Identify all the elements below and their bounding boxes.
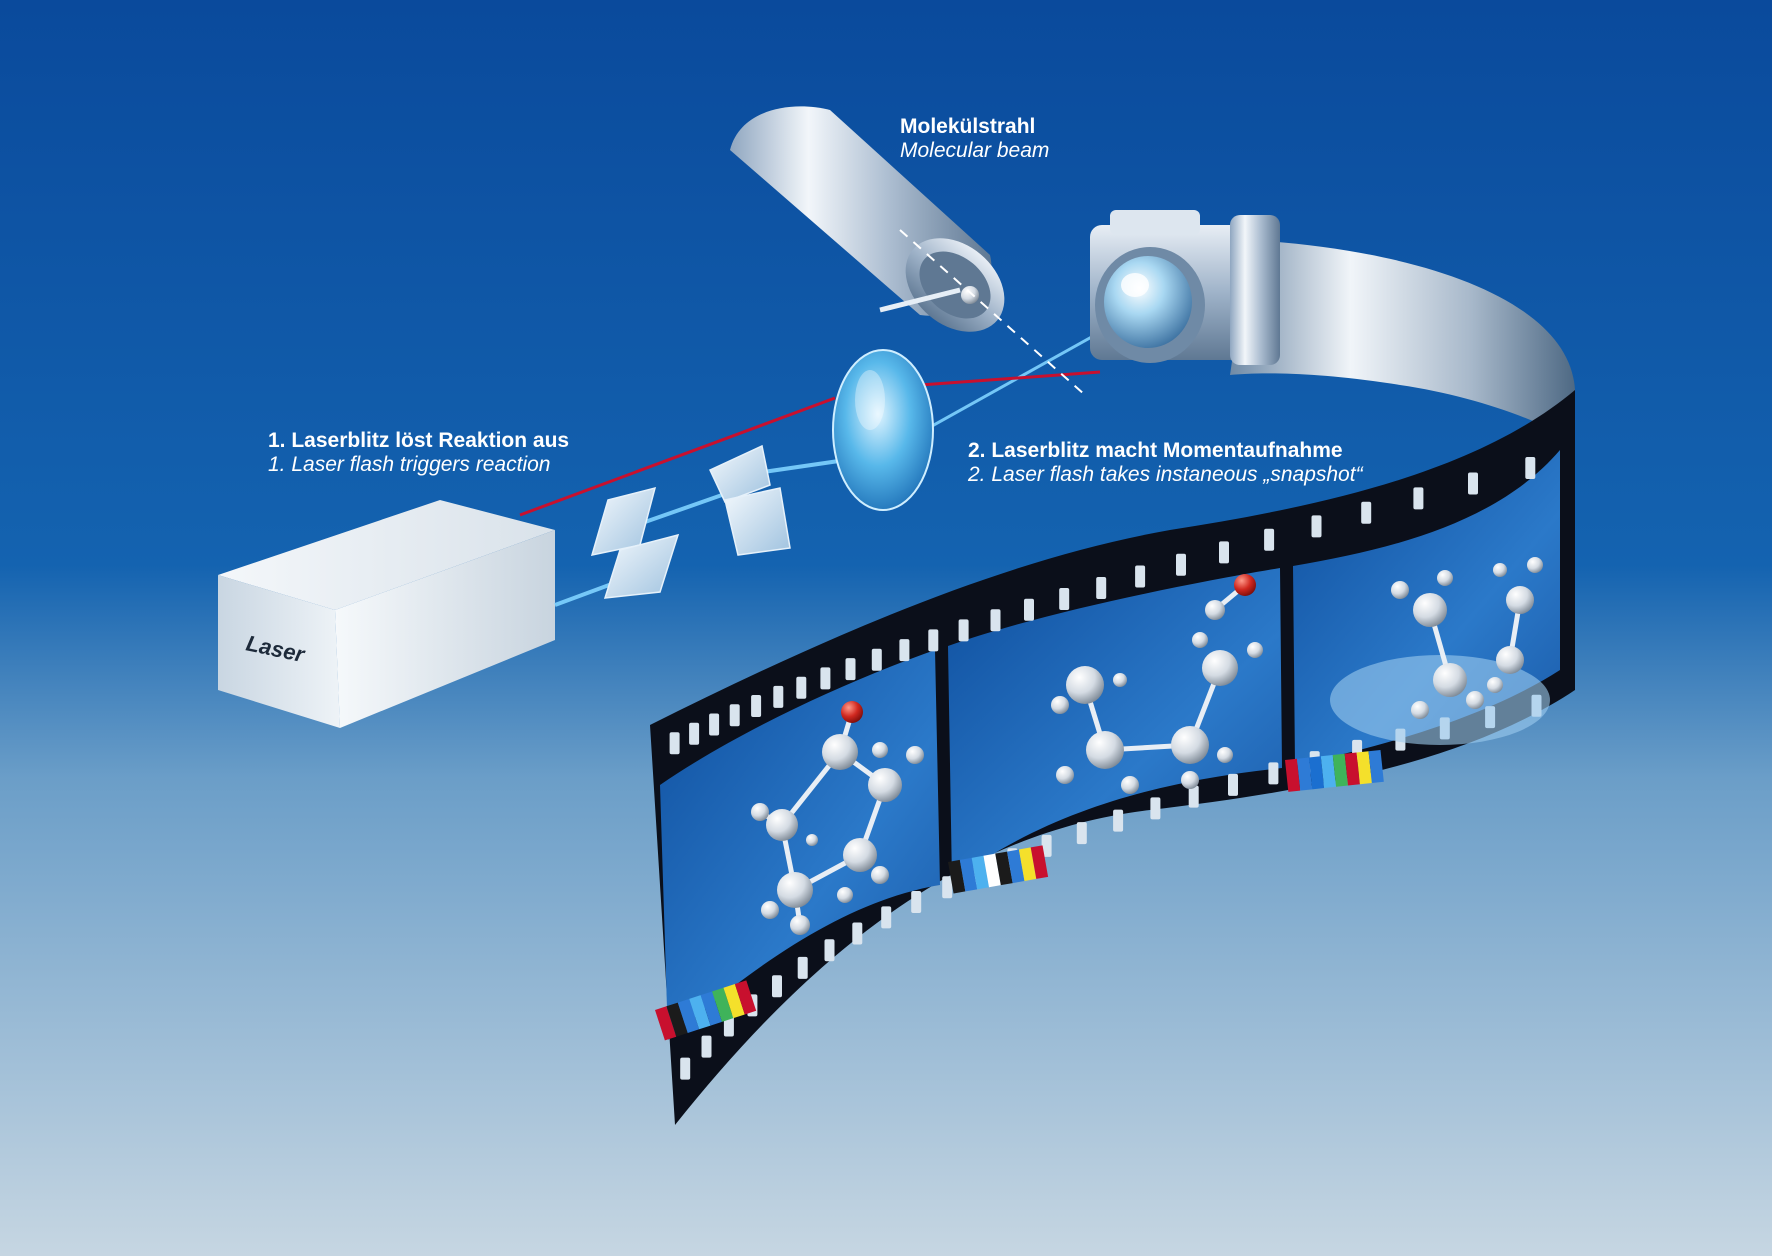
- laser-box: Laser: [218, 500, 555, 728]
- film-spectrum: [948, 845, 1049, 894]
- film-sprocket-hole: [751, 695, 762, 717]
- film-sprocket-hole: [871, 648, 882, 671]
- label-laser-flash-2-en: 2. Laser flash takes instaneous „snapsho…: [967, 463, 1364, 486]
- film-sprocket-hole: [820, 667, 831, 690]
- label-molecular-beam-de: Molekülstrahl: [900, 115, 1035, 138]
- film-spectrum-band: [1332, 753, 1349, 787]
- film-spectrum-band: [959, 857, 978, 892]
- film-sprocket-hole: [1264, 528, 1275, 551]
- film-sprockets-top: [669, 457, 1536, 755]
- focusing-lens: [832, 349, 934, 511]
- film-sprocket-hole: [1311, 515, 1322, 538]
- film-sprocket-hole: [796, 676, 807, 699]
- film-sprocket-hole: [1361, 501, 1372, 524]
- film-spectrum-band: [1285, 758, 1301, 792]
- film-spectrum-band: [712, 987, 734, 1022]
- film-sprocket-hole: [1150, 797, 1161, 820]
- film-sprocket-hole: [881, 906, 892, 929]
- film-sprocket-hole: [911, 891, 922, 913]
- film-spectrum-band: [723, 984, 745, 1019]
- film-sprocket-hole: [729, 704, 740, 727]
- camera: [1090, 210, 1280, 365]
- film-sprocket-hole: [1228, 773, 1238, 796]
- label-laser-flash-2-de: 2. Laserblitz macht Momentaufnahme: [968, 439, 1343, 462]
- film-spectrum-band: [1368, 749, 1384, 784]
- film-sprocket-hole: [772, 975, 782, 998]
- label-molecular-beam: Molekülstrahl Molecular beam: [900, 115, 1049, 162]
- film-sprocket-hole: [1113, 809, 1124, 832]
- camera-strip: [1230, 240, 1575, 440]
- film-sprocket-hole: [1135, 565, 1146, 588]
- film-spectrum: [1285, 749, 1384, 792]
- film-sprocket-hole: [701, 1035, 712, 1058]
- pump-beam: [519, 370, 1101, 517]
- film-spectrum-band: [971, 855, 990, 890]
- film-spectra: [655, 749, 1384, 1041]
- film-sprocket-hole: [680, 1057, 691, 1080]
- film-spectrum-band: [1320, 754, 1337, 789]
- film-spectrum-band: [1030, 845, 1049, 879]
- film-sprocket-hole: [845, 658, 856, 681]
- film-sprocket-hole: [1219, 541, 1229, 564]
- film-sprocket-hole: [942, 876, 953, 899]
- film-spectrum-band: [983, 853, 1001, 888]
- molecule-frame-2: [1051, 574, 1263, 794]
- film-sprocket-hole: [1024, 598, 1034, 621]
- film-spectrum-band: [1018, 847, 1037, 882]
- film-spectrum-band: [1308, 756, 1325, 790]
- film-sprocket-hole: [1468, 472, 1478, 495]
- film-spectrum: [655, 980, 757, 1041]
- film-sprocket-hole: [1076, 822, 1087, 845]
- film-spectrum-band: [734, 980, 757, 1015]
- molecular-beam-nozzle: [730, 106, 1086, 396]
- film-sprocket-hole: [1176, 553, 1186, 576]
- film-spectrum-band: [1356, 751, 1372, 785]
- label-laser-flash-1: 1. Laserblitz löst Reaktion aus 1. Laser…: [268, 429, 569, 476]
- delay-prisms: [590, 444, 791, 599]
- film-sprocket-hole: [899, 639, 910, 662]
- molecular-beam-axis: [899, 229, 1086, 396]
- film-sprocket-hole: [928, 629, 939, 652]
- label-molecular-beam-en: Molecular beam: [900, 139, 1049, 162]
- film-sprocket-hole: [709, 713, 720, 736]
- film-sprocket-hole: [1268, 762, 1279, 785]
- label-laser-flash-2: 2. Laserblitz macht Momentaufnahme 2. La…: [967, 439, 1364, 486]
- film-sprocket-hole: [797, 956, 808, 979]
- film-spectrum-band: [666, 1002, 688, 1037]
- film-sprocket-hole: [1413, 487, 1424, 510]
- film-sprocket-hole: [689, 722, 700, 745]
- label-laser-flash-1-en: 1. Laser flash triggers reaction: [268, 453, 550, 476]
- film-spectrum-band: [677, 998, 700, 1034]
- film-sprocket-hole: [669, 732, 680, 755]
- molecule-frame-1: [751, 701, 924, 935]
- label-laser-flash-1-de: 1. Laserblitz löst Reaktion aus: [268, 429, 569, 452]
- film-sprocket-hole: [1041, 834, 1052, 857]
- molecule-frame-3: [1330, 557, 1550, 745]
- film-sprocket-hole: [852, 922, 863, 945]
- film-spectrum-band: [948, 859, 966, 894]
- film-sprocket-hole: [958, 619, 969, 642]
- film-sprocket-hole: [990, 609, 1001, 632]
- film-spectrum-band: [655, 1006, 677, 1041]
- film-sprocket-hole: [1188, 785, 1199, 808]
- film-sprocket-hole: [1059, 588, 1070, 610]
- film-spectrum-band: [1296, 757, 1313, 791]
- film-sprocket-hole: [1525, 457, 1536, 479]
- film-spectrum-band: [1344, 752, 1360, 786]
- film-sprocket-hole: [773, 685, 784, 708]
- film-frame-1: [660, 650, 940, 1040]
- film-spectrum-band: [995, 851, 1013, 886]
- film-sprocket-hole: [1096, 577, 1107, 599]
- film-sprocket-hole: [824, 939, 835, 962]
- film-spectrum-band: [1007, 849, 1025, 884]
- film-spectrum-band: [689, 995, 711, 1030]
- film-spectrum-band: [700, 991, 722, 1026]
